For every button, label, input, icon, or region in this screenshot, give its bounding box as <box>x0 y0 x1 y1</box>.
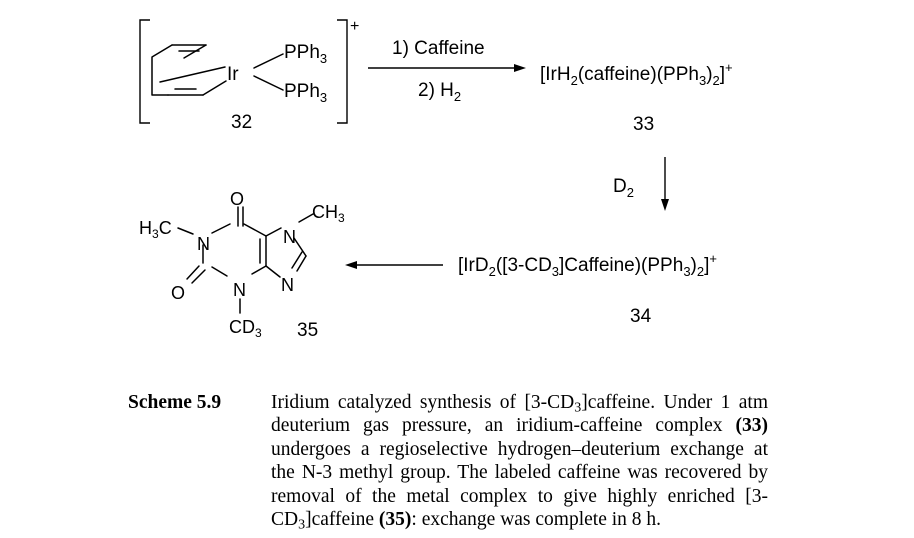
reagent-deuterium: D2 <box>613 176 634 200</box>
bond-n7-c8 <box>293 237 307 257</box>
ir-p-bond-lower <box>253 75 284 91</box>
bond-n7-methyl <box>298 213 314 223</box>
complex-32: Ir PPh3 PPh3 + 32 <box>139 18 359 133</box>
bond-c8-n9-inner <box>291 251 303 269</box>
caption-text: Iridium catalyzed synthesis of [3-CD3]ca… <box>271 392 769 533</box>
cod-cross-chain <box>159 66 226 83</box>
complex-34: [IrD2([3-CD3]Caffeine)(PPh3)2]+ 34 <box>458 251 717 327</box>
caffeine-structure-35: O O N N N N H3C CH3 CD3 35 <box>139 189 345 341</box>
cod-top-descend <box>183 44 207 59</box>
nitrogen-7: N <box>283 227 296 247</box>
oxygen-c2: O <box>171 283 185 303</box>
left-bracket <box>139 19 150 124</box>
formula-34: [IrD2([3-CD3]Caffeine)(PPh3)2]+ <box>458 251 717 279</box>
reagent-caffeine: 1) Caffeine <box>392 38 485 59</box>
iridium-atom: Ir <box>227 64 239 85</box>
bond-c6-c5 <box>243 223 267 237</box>
nitrogen-1: N <box>197 234 210 254</box>
bond-n3-c2 <box>211 266 228 277</box>
bond-c8-n9 <box>296 255 307 272</box>
bond-n9-c4 <box>265 265 281 278</box>
bond-c2-o-a <box>186 265 200 280</box>
cod-left-chain <box>151 44 173 96</box>
bond-c2-o-b <box>191 269 206 284</box>
compound-number-35: 35 <box>297 320 318 341</box>
bond-n1-c6 <box>211 223 231 234</box>
compound-number-34: 34 <box>630 306 652 327</box>
right-bracket <box>337 19 348 124</box>
arrowhead-34-to-35 <box>345 261 357 269</box>
cyclooctadiene-ring <box>151 44 227 96</box>
compound-number-32: 32 <box>231 112 252 133</box>
bond-n1-methyl <box>177 227 194 235</box>
nitrogen-9: N <box>281 275 294 295</box>
arrowhead-32-to-33 <box>514 64 526 72</box>
methyl-n7: CH3 <box>312 202 345 225</box>
reaction-step-3 <box>345 261 443 269</box>
bond-c5-n7 <box>265 227 282 237</box>
pph3-ligand-upper: PPh3 <box>284 42 327 66</box>
nitrogen-3: N <box>233 280 246 300</box>
cod-bottom-ascend <box>202 80 227 96</box>
methyl-n1: H3C <box>139 218 172 241</box>
complex-33: [IrH2(caffeine)(PPh3)2]+ 33 <box>540 60 733 135</box>
bond-c4-n3 <box>251 265 267 275</box>
scheme-label: Scheme 5.9 <box>128 392 222 413</box>
oxygen-c6: O <box>230 189 244 209</box>
formula-33: [IrH2(caffeine)(PPh3)2]+ <box>540 60 733 88</box>
cd3-label: CD3 <box>229 317 262 340</box>
pph3-ligand-lower: PPh3 <box>284 81 327 105</box>
reaction-step-2: D2 <box>613 157 669 211</box>
arrowhead-33-to-34 <box>661 199 669 211</box>
charge-32: + <box>350 18 359 35</box>
reaction-step-1: 1) Caffeine 2) H2 <box>368 38 526 104</box>
ir-p-bond-upper <box>253 53 284 69</box>
compound-number-33: 33 <box>633 114 654 135</box>
reagent-hydrogen: 2) H2 <box>418 80 461 104</box>
